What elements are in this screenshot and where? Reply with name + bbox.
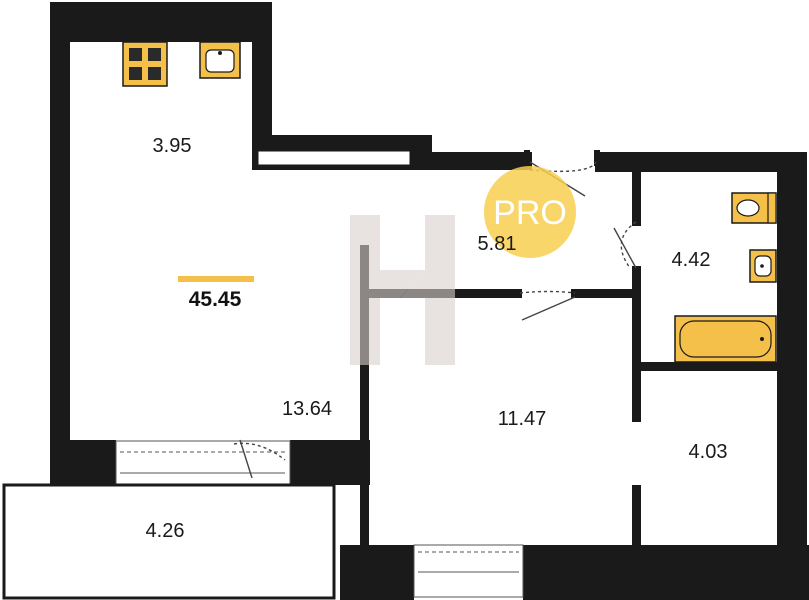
room-area-living-room: 13.64 — [282, 398, 332, 420]
total-area: 45.45 — [189, 288, 242, 311]
kitchen-sink-icon — [199, 41, 241, 79]
room-area-hallway: 5.81 — [478, 233, 517, 255]
stove-icon — [122, 41, 168, 87]
pro-badge-text: PRO — [493, 194, 567, 232]
room-area-balcony: 4.26 — [146, 520, 185, 542]
room-area-kitchen: 3.95 — [153, 135, 192, 157]
windows — [115, 440, 524, 598]
toilet-icon — [731, 192, 777, 224]
h-watermark-logo — [350, 215, 455, 365]
pro-badge — [484, 166, 576, 258]
room-area-bathroom: 4.42 — [672, 249, 711, 271]
washbasin-icon — [749, 249, 777, 283]
room-area-bedroom: 11.47 — [498, 408, 547, 430]
balcony — [2, 483, 336, 600]
room-area-storage: 4.03 — [689, 441, 728, 463]
bathtub-icon — [674, 315, 777, 363]
ledge-window — [257, 150, 411, 166]
total-area-underline — [178, 276, 254, 282]
